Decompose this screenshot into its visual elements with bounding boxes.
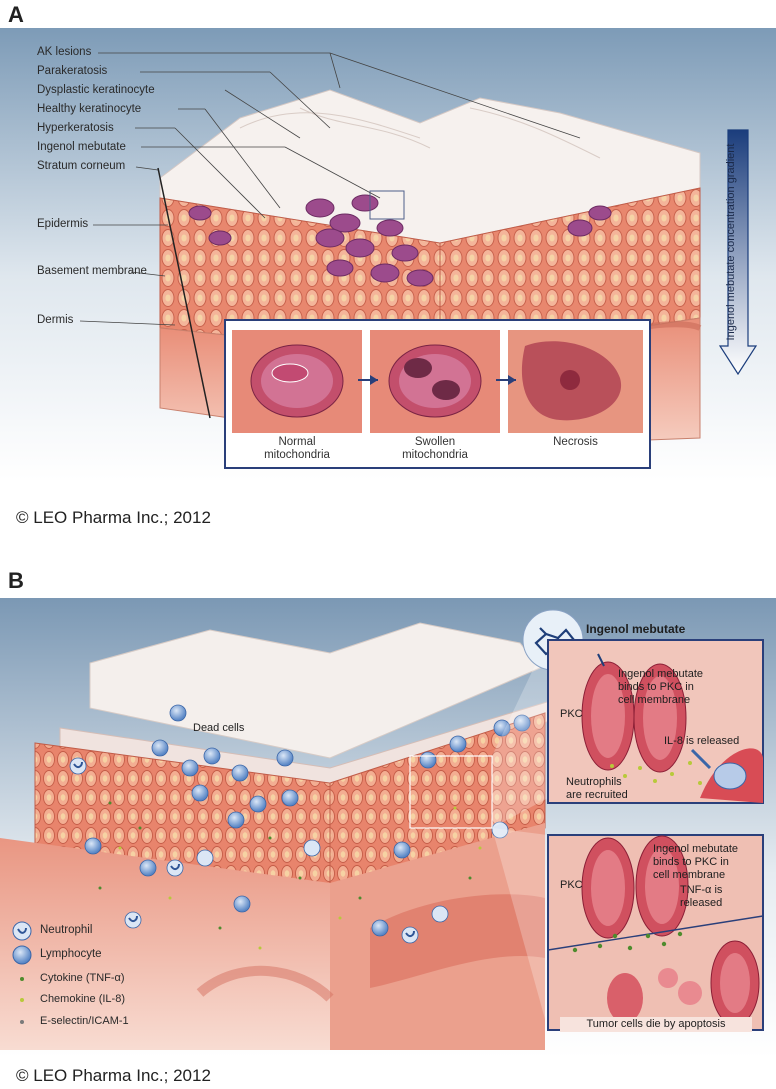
- binds-line: cell membrane: [653, 869, 726, 881]
- bottom-pkc-label: PKC: [560, 879, 583, 891]
- label-healthy-keratinocyte: Healthy keratinocyte: [37, 103, 142, 115]
- legend-lymphocyte: Lymphocyte: [40, 948, 102, 960]
- label-parakeratosis: Parakeratosis: [37, 65, 108, 77]
- copyright-b: © LEO Pharma Inc.; 2012: [16, 1066, 211, 1085]
- label-stratum-corneum: Stratum corneum: [37, 160, 126, 172]
- label-basement-membrane: Basement membrane: [37, 265, 147, 277]
- label-dysplastic-keratinocyte: Dysplastic keratinocyte: [37, 84, 155, 96]
- top-pkc-label: PKC: [560, 708, 583, 720]
- panel-a-illustration: [0, 28, 776, 480]
- gradient-label: Ingenol mebutate concentration gradient: [725, 143, 737, 341]
- tnf-line: released: [680, 897, 723, 909]
- panel-b-illustration: [0, 598, 776, 1058]
- copyright-a: © LEO Pharma Inc.; 2012: [16, 508, 211, 527]
- neutrophils-recruited: Neutrophils are recruited: [566, 776, 628, 802]
- label-ak-lesions: AK lesions: [37, 46, 92, 58]
- caption-line: mitochondria: [264, 449, 330, 461]
- inset-caption-normal: Normal mitochondria: [232, 436, 362, 462]
- legend-cytokine: Cytokine (TNF-α): [40, 972, 125, 984]
- caption-line: Swollen: [414, 436, 456, 448]
- inset-caption-necrosis: Necrosis: [508, 436, 643, 449]
- panel-b-letter: B: [8, 568, 24, 593]
- dead-cells-label: Dead cells: [193, 722, 245, 734]
- bottom-binds-text: Ingenol mebutate binds to PKC in cell me…: [653, 843, 738, 882]
- legend-eselectin: E-selectin/ICAM-1: [40, 1015, 129, 1027]
- binds-line: Ingenol mebutate: [653, 843, 739, 855]
- binds-line: binds to PKC in: [653, 856, 729, 868]
- binds-line: binds to PKC in: [618, 681, 694, 693]
- tnf-released: TNF-α is released: [680, 884, 722, 910]
- label-epidermis: Epidermis: [37, 218, 89, 230]
- neut-line: are recruited: [566, 789, 628, 801]
- inset-caption-swollen: Swollen mitochondria: [370, 436, 500, 462]
- panel-a-letter: A: [8, 2, 24, 27]
- tnf-line: TNF-α is: [680, 884, 723, 896]
- legend-neutrophil: Neutrophil: [40, 924, 93, 936]
- neut-line: Neutrophils: [566, 776, 622, 788]
- binds-line: Ingenol mebutate: [618, 668, 704, 680]
- label-dermis: Dermis: [37, 314, 74, 326]
- il8-label: IL-8 is released: [664, 735, 740, 747]
- caption-line: Necrosis: [553, 436, 598, 448]
- binds-line: cell membrane: [618, 694, 691, 706]
- label-ingenol-mebutate: Ingenol mebutate: [37, 141, 126, 153]
- caption-line: mitochondria: [402, 449, 468, 461]
- apoptosis-caption: Tumor cells die by apoptosis: [560, 1017, 752, 1032]
- caption-line: Normal: [278, 436, 316, 448]
- ingenol-title: Ingenol mebutate: [586, 622, 686, 636]
- top-binds-text: Ingenol mebutate binds to PKC in cell me…: [618, 668, 703, 707]
- legend-chemokine: Chemokine (IL-8): [40, 993, 125, 1005]
- label-hyperkeratosis: Hyperkeratosis: [37, 122, 114, 134]
